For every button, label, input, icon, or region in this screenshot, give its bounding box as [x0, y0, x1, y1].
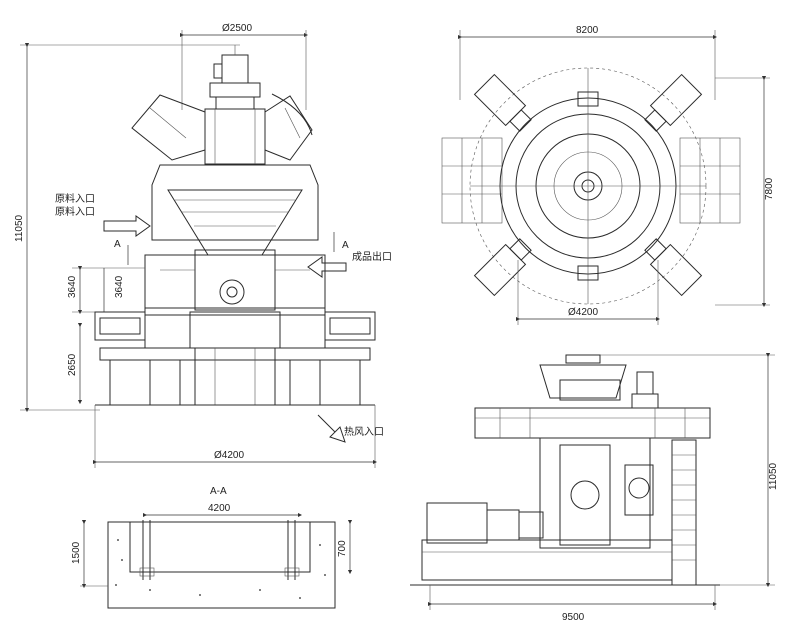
dim-top-height: 7800: [764, 177, 775, 200]
dim-section-width: 4200: [208, 503, 231, 514]
dim-side-width: 9500: [562, 612, 585, 623]
dim-top-diameter: Ø2500: [222, 23, 252, 34]
front-view: Ø2500 11050 原料入口 原料入口 A: [14, 23, 392, 468]
section-view: A-A 4200 1500 700: [71, 486, 353, 609]
section-title: A-A: [210, 486, 227, 497]
label-product-outlet: 成品出口: [352, 250, 392, 263]
dim-top-inner: Ø4200: [568, 307, 598, 318]
dim-front-height: 11050: [14, 214, 25, 242]
label-hot-air-inlet: 热风入口: [344, 425, 384, 438]
dim-section-depth-right: 700: [337, 540, 348, 557]
section-mark-left: A: [114, 239, 121, 250]
top-view: 8200 7800: [441, 25, 775, 325]
dim-top-width: 8200: [576, 25, 599, 36]
label-raw-inlet-2: 原料入口: [55, 205, 95, 218]
dim-3640-left: 3640: [67, 275, 78, 298]
dim-2650: 2650: [67, 353, 78, 376]
dim-front-base: Ø4200: [214, 450, 244, 461]
dim-section-depth-left: 1500: [71, 541, 82, 564]
dim-side-height: 11050: [768, 462, 779, 490]
dim-3640-right: 3640: [114, 275, 125, 298]
section-mark-right: A: [342, 240, 349, 251]
side-view: 11050 9500: [410, 352, 779, 623]
label-raw-inlet-1: 原料入口: [55, 192, 95, 205]
